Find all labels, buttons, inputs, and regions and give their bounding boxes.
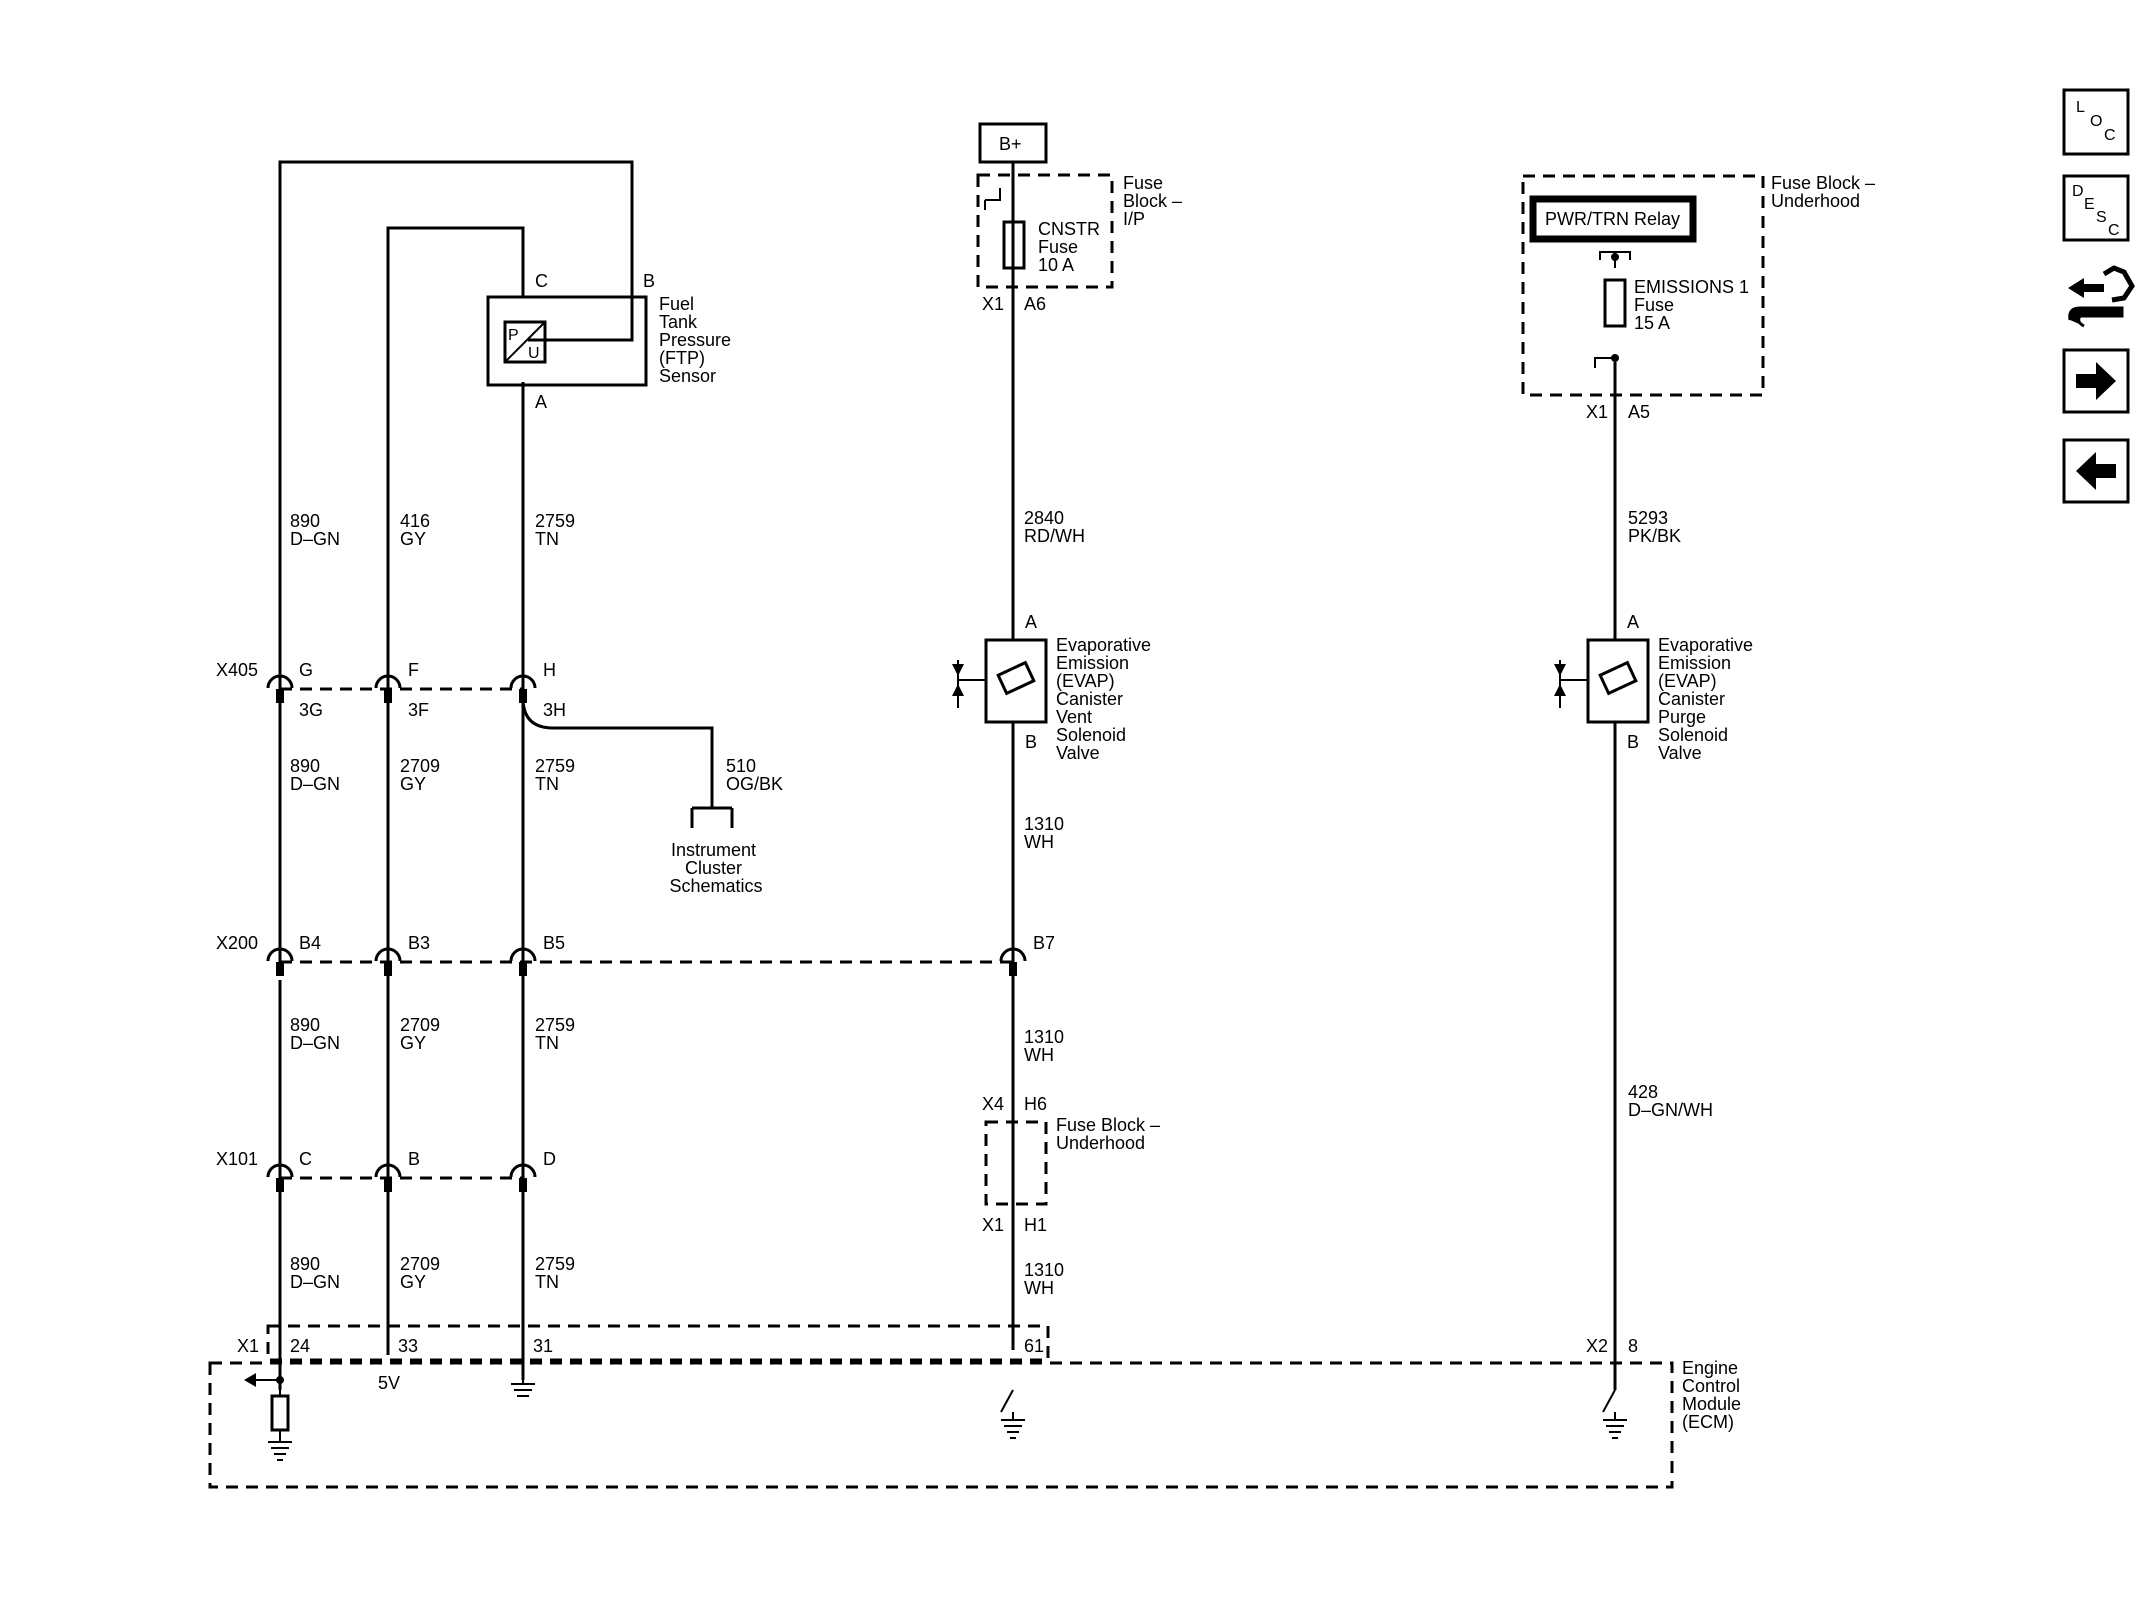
ecm-pin-24: 24 <box>290 1336 310 1356</box>
arrow-right-icon[interactable] <box>2062 348 2130 414</box>
x101-name: X101 <box>216 1149 258 1169</box>
purge-pin-b: B <box>1627 732 1639 752</box>
ecm-pin-61: 61 <box>1024 1336 1044 1356</box>
sensor-pin-a: A <box>535 392 547 412</box>
cnstr-fuse-label: CNSTR Fuse 10 A <box>1038 219 1105 275</box>
emissions-fuse-label: EMISSIONS 1 Fuse 15 A <box>1634 277 1754 333</box>
fuse-block-underhood-inline: X4 H6 X1 H1 Fuse Block – Underhood <box>982 1094 1165 1235</box>
connector-x101: X101 C B D <box>216 1149 556 1192</box>
vent-pin-b: B <box>1025 732 1037 752</box>
ecm-label: Engine Control Module (ECM) <box>1682 1358 1746 1432</box>
x200-b4: B4 <box>299 933 321 953</box>
ecm-pin-33: 33 <box>398 1336 418 1356</box>
x405-3f: 3F <box>408 700 429 720</box>
bplus-label: B+ <box>999 134 1022 154</box>
x101-d: D <box>543 1149 556 1169</box>
fuse-block-ip-label: Fuse Block – I/P <box>1123 173 1187 229</box>
inline-fuse-block-label: Fuse Block – Underhood <box>1056 1115 1165 1153</box>
sensor-symbol-u: U <box>528 345 540 362</box>
desc-s: S <box>2096 209 2107 226</box>
x200-b7: B7 <box>1033 933 1055 953</box>
evap-purge-valve: A B Evaporative Emission (EVAP) Canister… <box>1554 612 1758 763</box>
evap-vent-valve: A B Evaporative Emission (EVAP) Canister… <box>952 612 1156 763</box>
x101-c: C <box>299 1149 312 1169</box>
x405-g: G <box>299 660 313 680</box>
x200-b5: B5 <box>543 933 565 953</box>
loc-l: L <box>2076 99 2085 116</box>
connector-x200: X200 B4 B3 B5 B7 <box>216 933 1055 976</box>
sensor-pin-c: C <box>535 271 548 291</box>
ecm-pin-8: 8 <box>1628 1336 1638 1356</box>
ftp-sensor-wiring <box>278 160 734 1390</box>
fuse-block-underhood: PWR/TRN Relay Fuse Block – Underhood EMI… <box>1521 173 1880 422</box>
desc-d: D <box>2072 183 2084 200</box>
bplus-source: B+ <box>978 122 1048 164</box>
x200-b3: B3 <box>408 933 430 953</box>
x200-name: X200 <box>216 933 258 953</box>
inline-x4: X4 <box>982 1094 1004 1114</box>
ecm-pin-31: 31 <box>533 1336 553 1356</box>
arrow-left-icon[interactable] <box>2062 438 2130 504</box>
desc-button[interactable]: D E S C <box>2062 174 2130 242</box>
desc-c: C <box>2108 222 2120 239</box>
connector-x405: X405 G F H 3G 3F 3H <box>216 660 566 720</box>
desc-e: E <box>2084 196 2095 213</box>
vent-pin-a: A <box>1025 612 1037 632</box>
purge-pin-a: A <box>1627 612 1639 632</box>
fuse-block-uh-label: Fuse Block – Underhood <box>1771 173 1880 211</box>
emis-a5: A5 <box>1628 402 1650 422</box>
fuse-block-ip: Fuse Block – I/P CNSTR Fuse 10 A X1 A6 <box>976 173 1187 314</box>
x405-name: X405 <box>216 660 258 680</box>
loc-c: C <box>2104 127 2116 144</box>
sensor-name: Fuel Tank Pressure (FTP) Sensor <box>659 294 736 386</box>
loc-o: O <box>2090 113 2102 130</box>
x405-3g: 3G <box>299 700 323 720</box>
vent-valve-label: Evaporative Emission (EVAP) Canister Ven… <box>1056 635 1156 763</box>
purge-valve-label: Evaporative Emission (EVAP) Canister Pur… <box>1658 635 1758 763</box>
cnstr-a6: A6 <box>1024 294 1046 314</box>
x405-f: F <box>408 660 419 680</box>
cnstr-x1: X1 <box>982 294 1004 314</box>
loc-button[interactable]: L O C <box>2062 88 2130 156</box>
ecm-x2: X2 <box>1586 1336 1608 1356</box>
emis-x1: X1 <box>1586 402 1608 422</box>
ecm-5v: 5V <box>378 1373 400 1393</box>
instrument-cluster-label: Instrument Cluster Schematics <box>669 840 762 896</box>
ecm: X1 24 33 31 61 X2 8 5V Engine Control Mo… <box>208 1324 1746 1489</box>
inline-x1: X1 <box>982 1215 1004 1235</box>
sensor-pin-b: B <box>643 271 655 291</box>
wire-510-label: 510 OG/BK <box>726 756 783 794</box>
x405-3h: 3H <box>543 700 566 720</box>
ftp-sensor: P U C B A Fuel Tank Pressure (FTP) Senso… <box>486 271 736 412</box>
x101-b: B <box>408 1149 420 1169</box>
ecm-x1: X1 <box>237 1336 259 1356</box>
inline-h6: H6 <box>1024 1094 1047 1114</box>
sensor-symbol-p: P <box>508 327 519 344</box>
relay-label: PWR/TRN Relay <box>1545 209 1680 229</box>
x405-h: H <box>543 660 556 680</box>
inline-h1: H1 <box>1024 1215 1047 1235</box>
connector-wrench-icon[interactable] <box>2068 265 2135 328</box>
